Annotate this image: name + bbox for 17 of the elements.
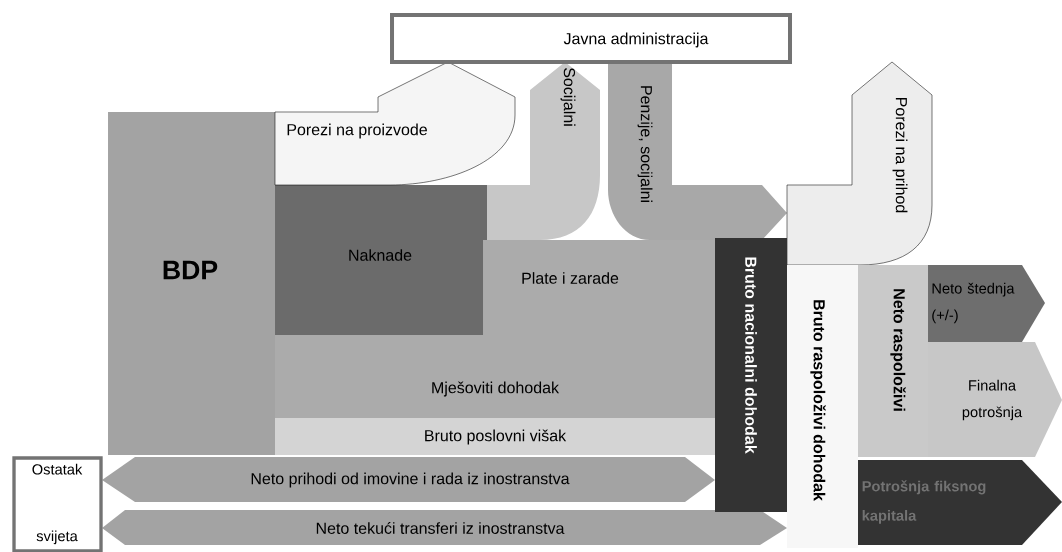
- flow-block: Bruto poslovni višak: [275, 418, 715, 455]
- flow-block: Naknade: [275, 185, 487, 335]
- flow-band: Neto tekući transferi iz inostranstva: [102, 510, 787, 545]
- income-bar: Bruto raspoloživi dohodak: [787, 265, 858, 548]
- node-label: BDP: [163, 260, 218, 280]
- flow-block: Mješoviti dohodak: [275, 335, 715, 418]
- income-bar: Bruto nacionalni dohodak: [715, 238, 787, 512]
- rest-of-world-box: Ostatak svijeta: [12, 456, 103, 552]
- node-label: Finalna potrošnja: [962, 379, 1023, 421]
- flow-band: Neto prihodi od imovine i rada iz inostranstva: [102, 457, 715, 502]
- income-bar: Neto raspoloživi: [858, 265, 928, 457]
- node-label: Mješoviti dohodak: [432, 381, 560, 397]
- flow-block: Plate i zarade: [483, 240, 715, 335]
- node-label: Plate i zarade: [522, 272, 619, 284]
- node-label: Neto raspoloživi: [890, 289, 906, 411]
- admin-box: Javna administracija: [390, 13, 792, 64]
- gdp-block: BDP: [108, 112, 275, 455]
